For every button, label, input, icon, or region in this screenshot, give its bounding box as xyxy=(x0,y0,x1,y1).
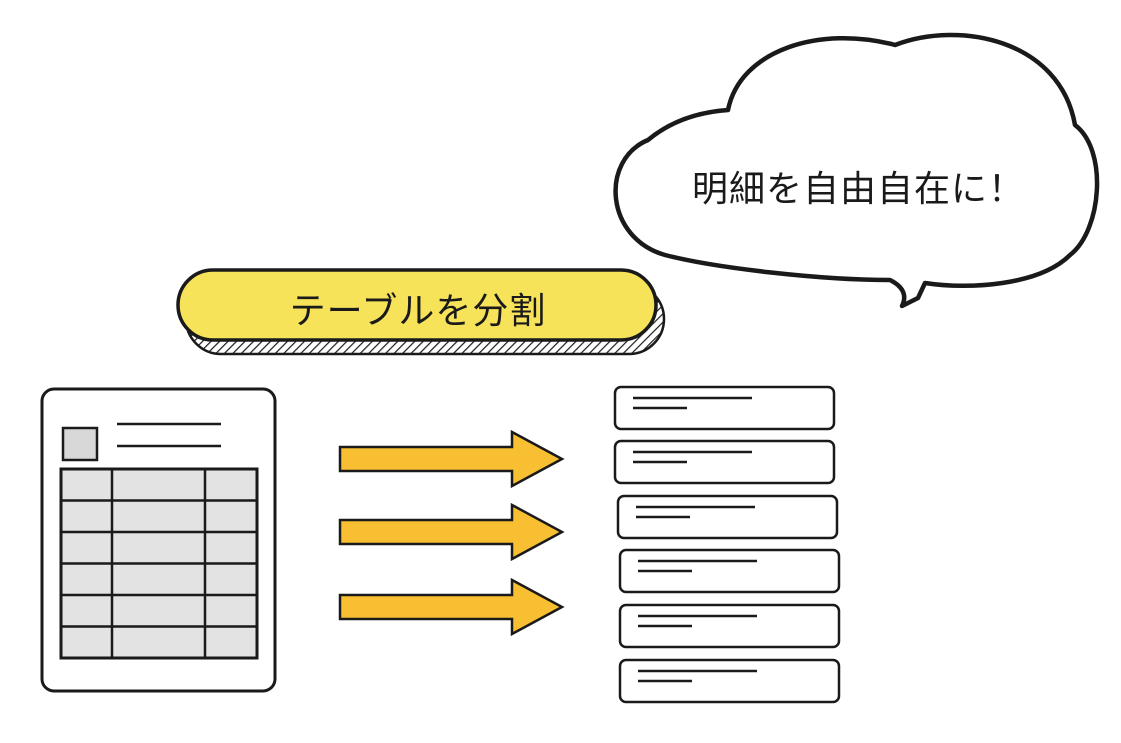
right-arrow-icon xyxy=(338,502,565,562)
speech-bubble-outline xyxy=(613,32,1100,309)
document-thumbnail xyxy=(61,426,99,462)
pill-face xyxy=(176,268,658,342)
speech-bubble xyxy=(613,32,1100,309)
detail-card xyxy=(618,548,841,594)
detail-card xyxy=(613,439,836,485)
detail-card xyxy=(613,385,836,431)
detail-card xyxy=(618,603,841,649)
detail-cards xyxy=(613,385,841,704)
detail-card xyxy=(616,494,839,540)
split-arrows xyxy=(338,429,565,637)
right-arrow-icon xyxy=(338,577,565,637)
detail-card xyxy=(618,658,841,704)
source-document xyxy=(40,387,277,693)
pill-label xyxy=(176,268,666,356)
right-arrow-icon xyxy=(338,429,565,489)
source-table xyxy=(59,467,259,660)
speech-bubble-text: 明細を自由自在に！ xyxy=(692,169,1026,210)
pill-label-text: テーブルを分割 xyxy=(289,291,547,332)
